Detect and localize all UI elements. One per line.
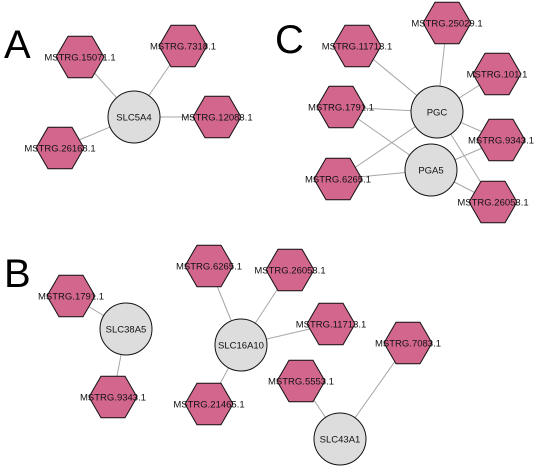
lncrna-node-a-mstrg-12083-1: MSTRG.12083.1 [181,95,253,139]
lncrna-label: MSTRG.26053.1 [254,266,325,277]
lncrna-label: MSTRG.21465.1 [173,400,244,411]
panel-label-c: C [275,18,304,62]
lncrna-label: MSTRG.11713.1 [296,320,367,331]
circle-shape [107,90,161,144]
lncrna-label: MSTRG.9343.1 [468,136,534,147]
hexagon-shape [88,375,138,419]
hexagon-shape [35,126,85,170]
hexagon-shape [46,274,96,318]
hexagon-shape [158,24,208,68]
gene-node-c-pgc: PGC [410,85,464,139]
lncrna-node-c-mstrg-1791-1: MSTRG.1791.1 [308,85,374,129]
circle-shape [404,143,458,197]
hexagon-shape [468,180,518,224]
lncrna-label: MSTRG.7318.1 [150,42,216,53]
hexagon-shape [265,248,315,292]
lncrna-node-c-mstrg-9343-1: MSTRG.9343.1 [468,118,534,162]
lncrna-label: MSTRG.101.1 [467,70,528,81]
lncrna-node-b-mstrg-7083-1: MSTRG.7083.1 [375,321,441,365]
lncrna-label: MSTRG.9343.1 [80,393,146,404]
lncrna-node-b-mstrg-9343-1: MSTRG.9343.1 [80,375,146,419]
gene-label: SLC5A4 [116,113,151,124]
lncrna-node-b-mstrg-6265-1: MSTRG.6265.1 [176,244,242,288]
hexagon-shape [184,382,234,426]
lncrna-node-b-mstrg-11713-1: MSTRG.11713.1 [296,302,367,346]
gene-label: SLC38A5 [106,325,147,336]
gene-node-a-slc5a4: SLC5A4 [107,90,161,144]
hexagon-shape [184,244,234,288]
hexagon-shape [313,157,363,201]
lncrna-node-c-mstrg-101-1: MSTRG.101.1 [467,52,528,96]
lncrna-node-c-mstrg-6265-1: MSTRG.6265.1 [305,157,371,201]
circle-shape [99,302,153,356]
hexagon-shape [276,359,326,403]
lncrna-node-b-mstrg-5553-1: MSTRG.5553.1 [268,359,334,403]
gene-label: PGC [427,108,448,119]
lncrna-node-b-mstrg-21465-1: MSTRG.21465.1 [173,382,245,426]
lncrna-node-a-mstrg-7318-1: MSTRG.7318.1 [150,24,216,68]
lncrna-node-b-mstrg-1791-1: MSTRG.1791.1 [38,274,104,318]
lncrna-label: MSTRG.15071.1 [44,53,115,64]
hexagon-shape [422,1,472,45]
lncrna-label: MSTRG.11713.1 [322,42,393,53]
hexagon-shape [332,24,382,68]
lncrna-label: MSTRG.25029.1 [411,19,482,30]
circle-shape [410,85,464,139]
lncrna-node-b-mstrg-26053-1: MSTRG.26053.1 [254,248,326,292]
lncrna-node-c-mstrg-26053-1: MSTRG.26053.1 [457,180,529,224]
lncrna-label: MSTRG.26053.1 [457,198,528,209]
gene-node-b-slc16a10: SLC16A10 [214,318,268,372]
circle-shape [214,318,268,372]
gene-label: SLC43A1 [320,435,361,446]
hexagon-shape [472,52,522,96]
lncrna-node-c-mstrg-11713-1: MSTRG.11713.1 [322,24,393,68]
gene-node-c-pga5: PGA5 [404,143,458,197]
hexagon-shape [383,321,433,365]
lncrna-label: MSTRG.6265.1 [176,262,242,273]
lncrna-label: MSTRG.26168.1 [24,144,95,155]
lncrna-label: MSTRG.1791.1 [38,292,104,303]
lncrna-node-a-mstrg-15071-1: MSTRG.15071.1 [44,35,116,79]
gene-label: PGA5 [418,166,443,177]
lncrna-label: MSTRG.5553.1 [268,377,334,388]
lncrna-node-c-mstrg-25029-1: MSTRG.25029.1 [411,1,483,45]
lncrna-node-a-mstrg-26168-1: MSTRG.26168.1 [24,126,96,170]
nodes-layer: MSTRG.15071.1MSTRG.7318.1MSTRG.12083.1MS… [24,1,534,466]
hexagon-shape [55,35,105,79]
hexagon-shape [316,85,366,129]
panel-label-b: B [4,252,31,296]
lncrna-label: MSTRG.7083.1 [375,339,441,350]
lncrna-label: MSTRG.6265.1 [305,175,371,186]
gene-label: SLC16A10 [218,341,264,352]
circle-shape [313,412,367,466]
hexagon-shape [476,118,526,162]
lncrna-label: MSTRG.1791.1 [308,103,374,114]
hexagon-shape [306,302,356,346]
gene-node-b-slc38a5: SLC38A5 [99,302,153,356]
gene-node-b-slc43a1: SLC43A1 [313,412,367,466]
panel-label-a: A [4,23,31,67]
hexagon-shape [192,95,242,139]
lncrna-label: MSTRG.12083.1 [181,113,252,124]
